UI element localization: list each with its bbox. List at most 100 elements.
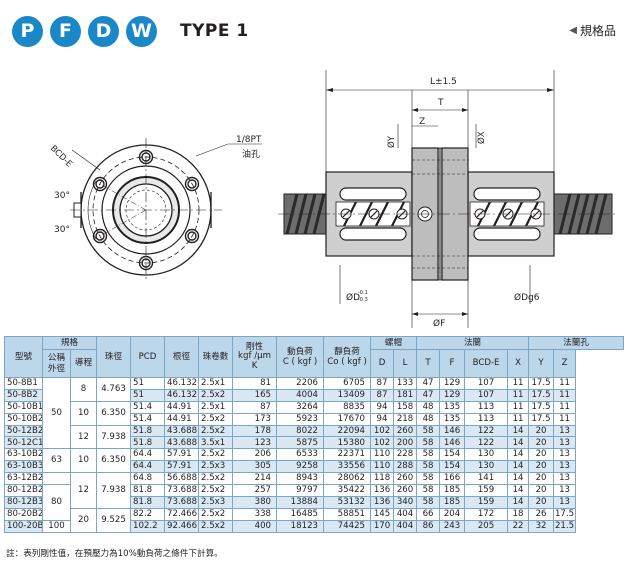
badge-f[interactable]: F bbox=[50, 15, 81, 47]
th-X: X bbox=[507, 349, 530, 378]
cell-y: 17.5 bbox=[528, 412, 555, 426]
cell-model: 50-8B2 bbox=[4, 388, 43, 402]
th-flange-hole: 法蘭孔 bbox=[528, 336, 624, 350]
cell-k: 214 bbox=[232, 472, 278, 486]
th-Z: Z bbox=[553, 349, 577, 378]
cell-pcd: 81.8 bbox=[130, 495, 166, 509]
cell-t: 86 bbox=[416, 519, 441, 533]
cell-l: 181 bbox=[393, 388, 418, 402]
cell-x: 18 bbox=[507, 507, 530, 521]
cell-co: 22094 bbox=[323, 424, 372, 438]
cell-root: 73.688 bbox=[164, 495, 200, 509]
cell-k: 380 bbox=[232, 495, 278, 509]
cell-c: 9797 bbox=[276, 484, 325, 497]
cell-pcd: 51 bbox=[130, 377, 166, 390]
cell-circ: 2.5x2 bbox=[198, 388, 234, 402]
cell-bcde: 122 bbox=[464, 436, 509, 450]
cell-t: 47 bbox=[416, 377, 441, 390]
cell-bcde: 141 bbox=[464, 472, 509, 486]
cell-z: 13 bbox=[553, 484, 577, 497]
cell-z: 11 bbox=[553, 377, 577, 390]
cell-model: 80-12B2 bbox=[4, 484, 43, 497]
cell-co: 22371 bbox=[323, 448, 372, 462]
bolt-holes bbox=[92, 149, 200, 271]
th-lead: 導程 bbox=[69, 349, 98, 378]
nav-link-standard-products[interactable]: ◀ 規格品 bbox=[569, 22, 616, 39]
cell-lead: 12 bbox=[69, 424, 98, 450]
cell-x: 14 bbox=[507, 436, 530, 450]
cell-c: 5923 bbox=[276, 412, 325, 426]
cell-co: 8835 bbox=[323, 400, 372, 414]
cell-circ: 2.5x3 bbox=[198, 460, 234, 474]
type-title: TYPE 1 bbox=[180, 21, 249, 41]
cell-d: 102 bbox=[370, 436, 395, 450]
cell-nominal-dia: 80 bbox=[42, 484, 71, 521]
cell-z: 13 bbox=[553, 472, 577, 486]
cell-ball-dia: 6.350 bbox=[96, 448, 132, 474]
badge-w[interactable]: W bbox=[126, 15, 157, 47]
cell-co: 33556 bbox=[323, 460, 372, 474]
cell-model: 63-10B2 bbox=[4, 448, 43, 462]
cell-nominal-dia: 63 bbox=[42, 448, 71, 474]
cell-t: 58 bbox=[416, 484, 441, 497]
cell-ball-dia: 6.350 bbox=[96, 400, 132, 426]
cell-root: 46.132 bbox=[164, 388, 200, 402]
cell-circ: 2.5x2 bbox=[198, 507, 234, 521]
cell-z: 17.5 bbox=[553, 507, 577, 521]
cell-x: 22 bbox=[507, 519, 530, 533]
cell-l: 133 bbox=[393, 377, 418, 390]
cell-bcde: 113 bbox=[464, 400, 509, 414]
cell-l: 218 bbox=[393, 412, 418, 426]
cell-y: 20 bbox=[528, 436, 555, 450]
th-nominal-dia: 公稱外徑 bbox=[42, 349, 71, 378]
cell-nominal-dia: 50 bbox=[42, 376, 71, 450]
cell-x: 14 bbox=[507, 472, 530, 486]
cell-lead: 12 bbox=[69, 472, 98, 509]
cell-d: 110 bbox=[370, 460, 395, 474]
cell-k: 400 bbox=[232, 519, 278, 533]
cell-bcde: 172 bbox=[464, 507, 509, 521]
cell-d: 87 bbox=[370, 388, 395, 402]
cell-pcd: 51.8 bbox=[130, 436, 166, 450]
cell-z: 13 bbox=[553, 495, 577, 509]
cell-y: 20 bbox=[528, 448, 555, 462]
cell-y: 20 bbox=[528, 472, 555, 486]
cell-f: 185 bbox=[439, 495, 466, 509]
badge-d[interactable]: D bbox=[88, 15, 119, 47]
nav-link-label: 規格品 bbox=[579, 24, 616, 38]
cell-co: 15380 bbox=[323, 436, 372, 450]
badge-p[interactable]: P bbox=[12, 15, 43, 47]
cell-ball-dia: 7.938 bbox=[96, 424, 132, 450]
cell-z: 13 bbox=[553, 460, 577, 474]
cell-d: 170 bbox=[370, 519, 395, 533]
cell-bcde: 130 bbox=[464, 448, 509, 462]
cell-model: 100-20B2 bbox=[4, 519, 43, 533]
cell-l: 260 bbox=[393, 424, 418, 438]
cell-model: 50-10B2 bbox=[4, 412, 43, 426]
cell-t: 58 bbox=[416, 460, 441, 474]
cell-z: 13 bbox=[553, 448, 577, 462]
cell-co: 74425 bbox=[323, 519, 372, 533]
th-pcd: PCD bbox=[130, 336, 166, 378]
cell-c: 8022 bbox=[276, 424, 325, 438]
cell-d: 102 bbox=[370, 424, 395, 438]
cell-co: 17670 bbox=[323, 412, 372, 426]
cell-c: 18123 bbox=[276, 519, 325, 533]
cell-y: 20 bbox=[528, 484, 555, 497]
angle-top-label: 30° bbox=[54, 191, 70, 201]
oil-hole-label: 油孔 bbox=[242, 148, 260, 160]
cell-x: 14 bbox=[507, 484, 530, 497]
cell-bcde: 113 bbox=[464, 412, 509, 426]
cell-pcd: 51.4 bbox=[130, 412, 166, 426]
cell-c: 3264 bbox=[276, 400, 325, 414]
cell-lead: 10 bbox=[69, 448, 98, 474]
cell-y: 17.5 bbox=[528, 388, 555, 402]
cell-z: 11 bbox=[553, 388, 577, 402]
cell-x: 14 bbox=[507, 448, 530, 462]
cell-x: 14 bbox=[507, 424, 530, 438]
cell-l: 404 bbox=[393, 507, 418, 521]
cell-c: 4004 bbox=[276, 388, 325, 402]
ball-screw-side-view bbox=[278, 147, 618, 281]
cell-c: 16485 bbox=[276, 507, 325, 521]
